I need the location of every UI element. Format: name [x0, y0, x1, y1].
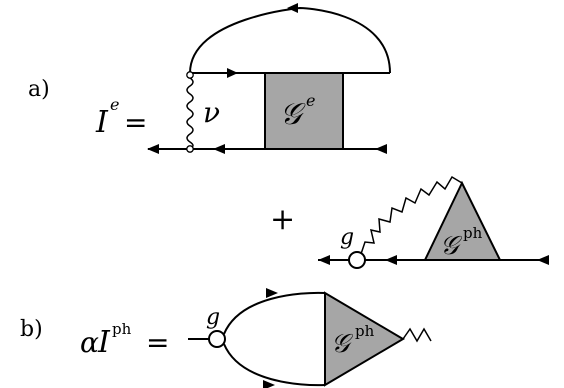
- interaction-wavy-line: [186, 77, 194, 149]
- bubble-lower-propagator: [223, 343, 326, 387]
- lhs-phonon-superscript: ph: [112, 320, 132, 338]
- bubble-triangle-g-symbol: 𝒢: [331, 329, 354, 359]
- bubble-lower-arrow: [263, 380, 275, 388]
- lhs-equals-sign: =: [124, 106, 147, 139]
- bubble-coupling-g-label: g: [206, 305, 220, 330]
- bubble-upper-propagator: [223, 291, 326, 335]
- coupling-vertex-circle: [348, 251, 366, 269]
- triangle-g-symbol: 𝒢: [440, 231, 463, 261]
- bubble-upper-arrow: [266, 288, 278, 298]
- phonon-vertex-triangle: [423, 180, 502, 261]
- lhs-alpha-prefix: α: [80, 326, 99, 359]
- panel-b-label: b): [20, 317, 43, 342]
- interaction-vertex-bottom: [186, 145, 194, 153]
- bubble-coupling-vertex: [208, 330, 226, 348]
- lhs-phonon-self-energy-symbol: I: [97, 325, 111, 360]
- bottom-right-arrow: [375, 144, 387, 154]
- second-term-left-arrow: [318, 255, 330, 265]
- coupling-g-label: g: [340, 225, 354, 250]
- interaction-vertex-top: [186, 71, 194, 79]
- triangle-g-superscript: ph: [463, 224, 483, 242]
- lhs-b-equals-sign: =: [146, 326, 169, 359]
- bottom-left-arrow: [147, 144, 159, 154]
- interaction-nu-label: ν: [203, 96, 220, 129]
- electron-vertex-box: [264, 72, 344, 150]
- panel-b: b) α I ph = g 𝒢 ph: [20, 288, 432, 388]
- returning-propagator-arc: [189, 6, 391, 74]
- panel-a-label: a): [28, 77, 50, 102]
- box-g-superscript: e: [306, 91, 315, 110]
- bubble-phonon-zigzag-out: [402, 327, 432, 343]
- bubble-phonon-vertex-triangle: [324, 291, 405, 387]
- lhs-electron-superscript: e: [110, 95, 119, 114]
- lhs-electron-self-energy-symbol: I: [95, 105, 109, 140]
- bottom-mid-arrow: [213, 144, 225, 154]
- top-propagator-arrow-right: [227, 68, 238, 78]
- phonon-zigzag-line: [360, 175, 463, 255]
- bubble-triangle-g-superscript: ph: [355, 322, 375, 340]
- panel-a: a) I e = ν 𝒢 e + g: [28, 3, 549, 269]
- plus-sign: +: [270, 202, 295, 237]
- second-term-right-arrow: [537, 255, 549, 265]
- second-term-mid-arrow: [385, 255, 397, 265]
- arc-arrow-left: [287, 3, 298, 13]
